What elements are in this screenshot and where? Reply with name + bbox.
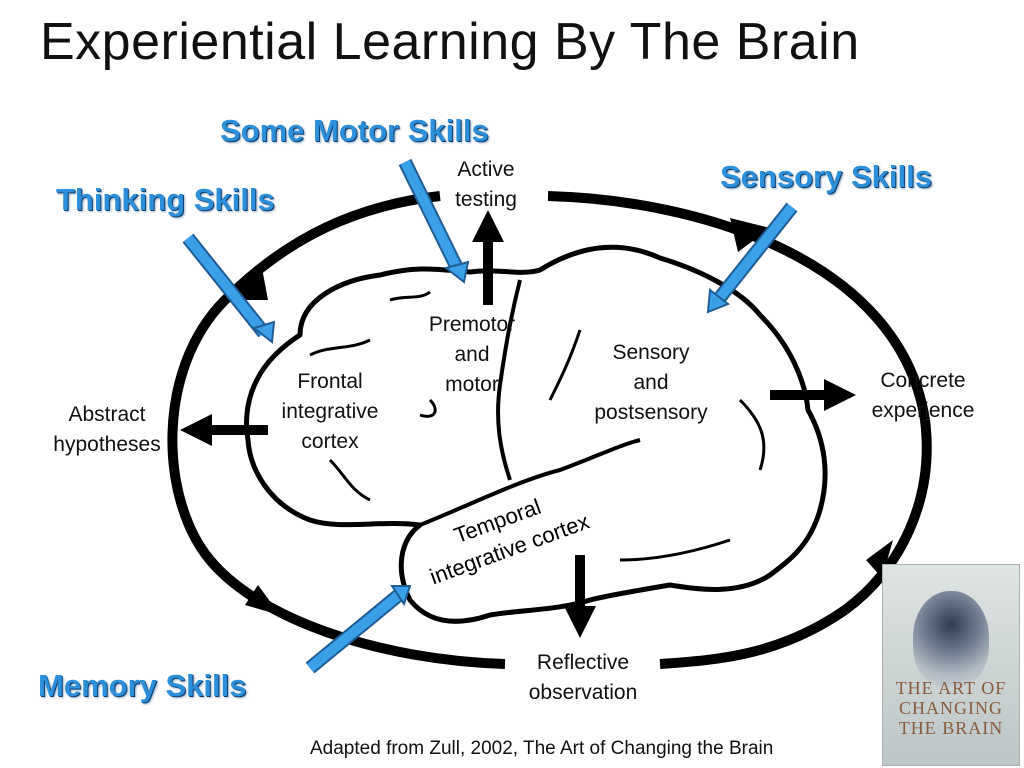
active-testing-line-2: testing bbox=[455, 188, 517, 211]
abstract-hypotheses-label: Abstract hypotheses bbox=[53, 400, 160, 460]
temporal-sulcus bbox=[419, 438, 641, 527]
sensory-region-line-1: Sensory bbox=[612, 341, 690, 364]
cycle-arrowhead-bottom-left bbox=[245, 585, 280, 615]
cycle-arrowhead-right bbox=[866, 540, 893, 578]
frontal-region-label: Frontal integrative cortex bbox=[282, 367, 379, 457]
cycle-arc-top-right bbox=[547, 191, 930, 421]
premotor-line-2: and bbox=[454, 343, 490, 366]
frontal-line-3: cortex bbox=[301, 430, 359, 453]
sensory-skills-label: Sensory Skills bbox=[720, 159, 932, 194]
cycle-arc-right bbox=[842, 419, 932, 615]
reflective-observation-line-2: observation bbox=[528, 681, 638, 704]
head-silhouette-icon bbox=[913, 591, 989, 687]
book-title-line-1: THE ART OF bbox=[895, 678, 1007, 698]
abstract-hypotheses-line-1: Abstract bbox=[68, 403, 146, 426]
book-title-line-2: CHANGING bbox=[899, 698, 1003, 718]
premotor-line-3: motor bbox=[445, 373, 499, 396]
occipital-fold bbox=[619, 538, 731, 562]
sensory-skill-arrowhead bbox=[706, 288, 730, 314]
premotor-line-1: Premotor bbox=[428, 313, 516, 336]
sensory-region-line-3: postsensory bbox=[594, 401, 708, 424]
sensory-region-label: Sensory and postsensory bbox=[594, 338, 707, 428]
frontal-line-1: Frontal bbox=[297, 370, 363, 393]
page-title: Experiential Learning By The Brain bbox=[40, 13, 860, 71]
thinking-skill-arrowhead bbox=[251, 320, 276, 344]
sensory-region-line-2: and bbox=[633, 371, 669, 394]
motor-skills-label: Some Motor Skills bbox=[220, 113, 489, 148]
concrete-experience-line-2: experience bbox=[871, 399, 975, 422]
frontal-fold bbox=[328, 458, 371, 502]
thinking-skills-label: Thinking Skills bbox=[56, 182, 275, 217]
memory-skills-label: Memory Skills bbox=[38, 668, 247, 703]
active-testing-line-1: Active bbox=[457, 158, 515, 181]
cycle-arc-top-left bbox=[221, 191, 441, 304]
book-cover-image: THE ART OF CHANGING THE BRAIN bbox=[882, 564, 1020, 766]
reflective-observation-line-1: Reflective bbox=[536, 651, 630, 674]
motor-skill-arrow-fill bbox=[400, 159, 463, 273]
reflective-observation-label: Reflective observation bbox=[529, 648, 638, 708]
brain-outline bbox=[244, 244, 828, 624]
frontal-line-2: integrative bbox=[281, 400, 379, 423]
book-title-line-3: THE BRAIN bbox=[898, 718, 1004, 738]
memory-skill-arrow-fill bbox=[306, 590, 404, 672]
motor-skill-arrowhead bbox=[443, 260, 470, 284]
cycle-arrowhead-left bbox=[232, 268, 268, 300]
cycle-arc-left bbox=[167, 296, 229, 564]
thinking-skill-arrow-fill bbox=[184, 234, 268, 337]
cycle-arc-bottom-left bbox=[206, 556, 506, 669]
posterior-fold bbox=[738, 398, 766, 471]
sensory-skill-arrow-fill bbox=[714, 203, 796, 304]
abstract-hypotheses-line-2: hypotheses bbox=[53, 433, 161, 456]
cycle-arc-bottom-right bbox=[659, 605, 848, 669]
premotor-region-label: Premotor and motor bbox=[429, 310, 515, 400]
premotor-fold bbox=[419, 398, 437, 418]
concrete-experience-label: Concrete experience bbox=[872, 366, 975, 426]
source-caption: Adapted from Zull, 2002, The Art of Chan… bbox=[310, 738, 774, 759]
active-testing-label: Active testing bbox=[455, 155, 517, 215]
concrete-experience-line-1: Concrete bbox=[880, 369, 966, 392]
sensory-fold bbox=[548, 329, 582, 401]
frontal-sulcus bbox=[309, 338, 371, 357]
top-fold bbox=[389, 290, 431, 302]
memory-skill-arrowhead bbox=[390, 585, 412, 607]
central-sulcus bbox=[496, 279, 522, 481]
cycle-arrowhead-top bbox=[730, 218, 770, 252]
